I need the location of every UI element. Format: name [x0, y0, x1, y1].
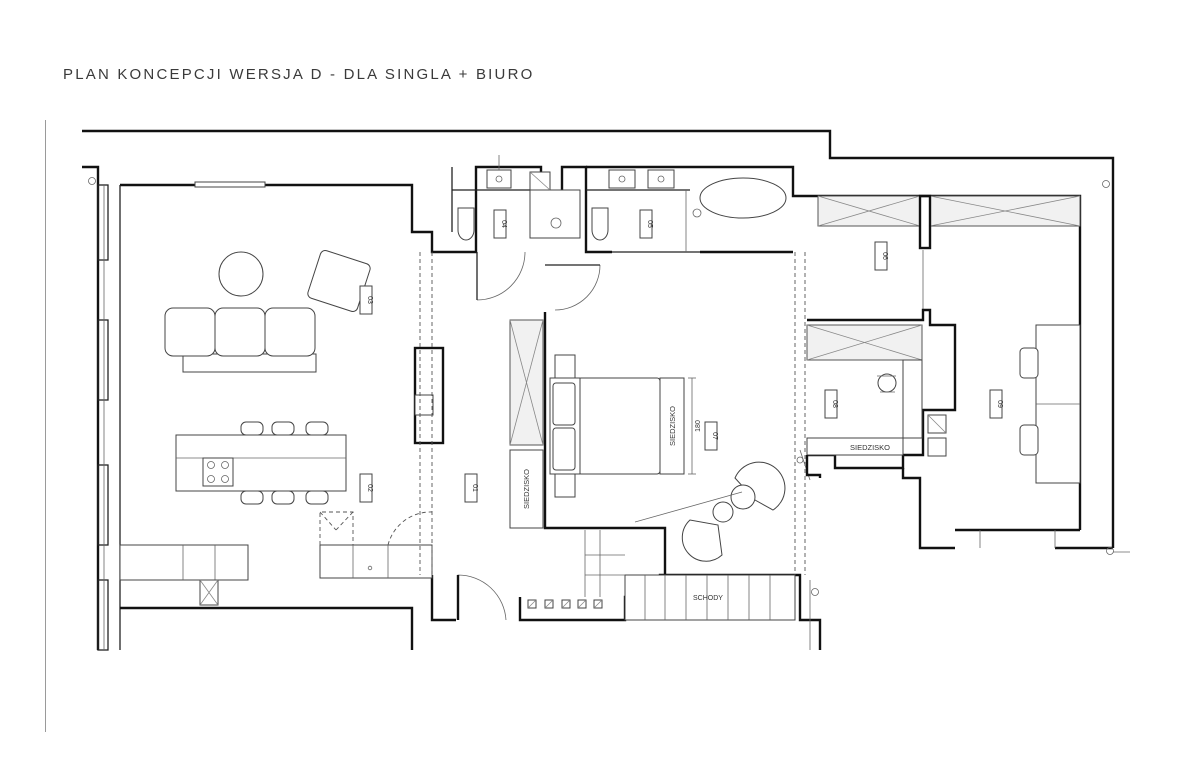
siedzisko-room08-label: SIEDZISKO	[850, 443, 890, 452]
room-05-label: 05	[646, 220, 653, 228]
shoe-cabinet	[527, 599, 603, 609]
bar-stool	[271, 490, 295, 505]
office-chair	[1019, 347, 1039, 379]
side-chair	[681, 519, 723, 562]
bench-hall	[509, 449, 544, 529]
bed	[577, 377, 661, 475]
shower	[529, 189, 581, 239]
nightstand	[554, 354, 576, 379]
bed-bench	[659, 377, 685, 475]
sofa-base	[182, 353, 317, 373]
bench-08	[806, 437, 904, 456]
bar-stool	[271, 421, 295, 436]
room-02-label: 02	[366, 484, 373, 492]
sofa-seat-1	[164, 307, 216, 357]
sink-05a	[608, 169, 636, 189]
bathtub	[699, 177, 787, 219]
staircase	[624, 574, 796, 621]
office-chair	[1019, 424, 1039, 456]
sink-04	[486, 169, 512, 189]
kitchen-counter	[119, 544, 249, 581]
entry-cabinet	[319, 544, 433, 579]
bar-stool	[240, 490, 264, 505]
bed-width-label: 180	[695, 420, 702, 432]
sink-05b	[647, 169, 675, 189]
margin-rule	[45, 120, 46, 732]
room-07-label: 07	[711, 432, 718, 440]
stairs: SCHODY	[584, 530, 819, 650]
toilet-04	[457, 207, 475, 241]
lounge-chair	[734, 461, 786, 511]
living-area: 03 02	[119, 249, 433, 606]
desk-chair-08	[877, 373, 897, 393]
room-08-label: 08	[831, 400, 838, 408]
sofa-seat-2	[214, 307, 266, 357]
shower-drain	[550, 217, 562, 229]
window-top-living	[194, 181, 266, 188]
bathrooms: 04 05	[451, 155, 787, 253]
room-09-label: 09	[996, 400, 1003, 408]
nightstand	[554, 473, 576, 498]
room-03-label: 03	[366, 296, 373, 304]
cooktop	[202, 457, 234, 487]
pillow	[552, 382, 576, 426]
bar-stool	[240, 421, 264, 436]
hall-area: SIEDZISKO 01	[413, 251, 603, 621]
pillow	[552, 427, 576, 471]
round-table	[218, 251, 264, 297]
room-08: SIEDZISKO 08	[805, 308, 957, 550]
room-04-label: 04	[500, 220, 507, 228]
bar-stool	[305, 490, 329, 505]
room-01-label: 01	[471, 484, 478, 492]
bedroom: SIEDZISKO 180 07	[543, 250, 811, 575]
kitchen-island	[175, 434, 347, 492]
side-table	[712, 501, 734, 523]
windows-left	[88, 177, 1110, 651]
stairs-label: SCHODY	[693, 595, 723, 602]
bar-stool	[305, 421, 329, 436]
siedzisko-bed-label: SIEDZISKO	[668, 406, 677, 446]
sofa-seat-3	[264, 307, 316, 357]
siedzisko-hall-label: SIEDZISKO	[522, 469, 531, 509]
page-title: PLAN KONCEPCJI WERSJA D - DLA SINGLA + B…	[63, 66, 535, 83]
room-06-label: 06	[881, 252, 888, 260]
room-09: 09	[955, 324, 1130, 555]
toilet-05	[591, 207, 609, 241]
room-06: 06	[807, 194, 1081, 321]
